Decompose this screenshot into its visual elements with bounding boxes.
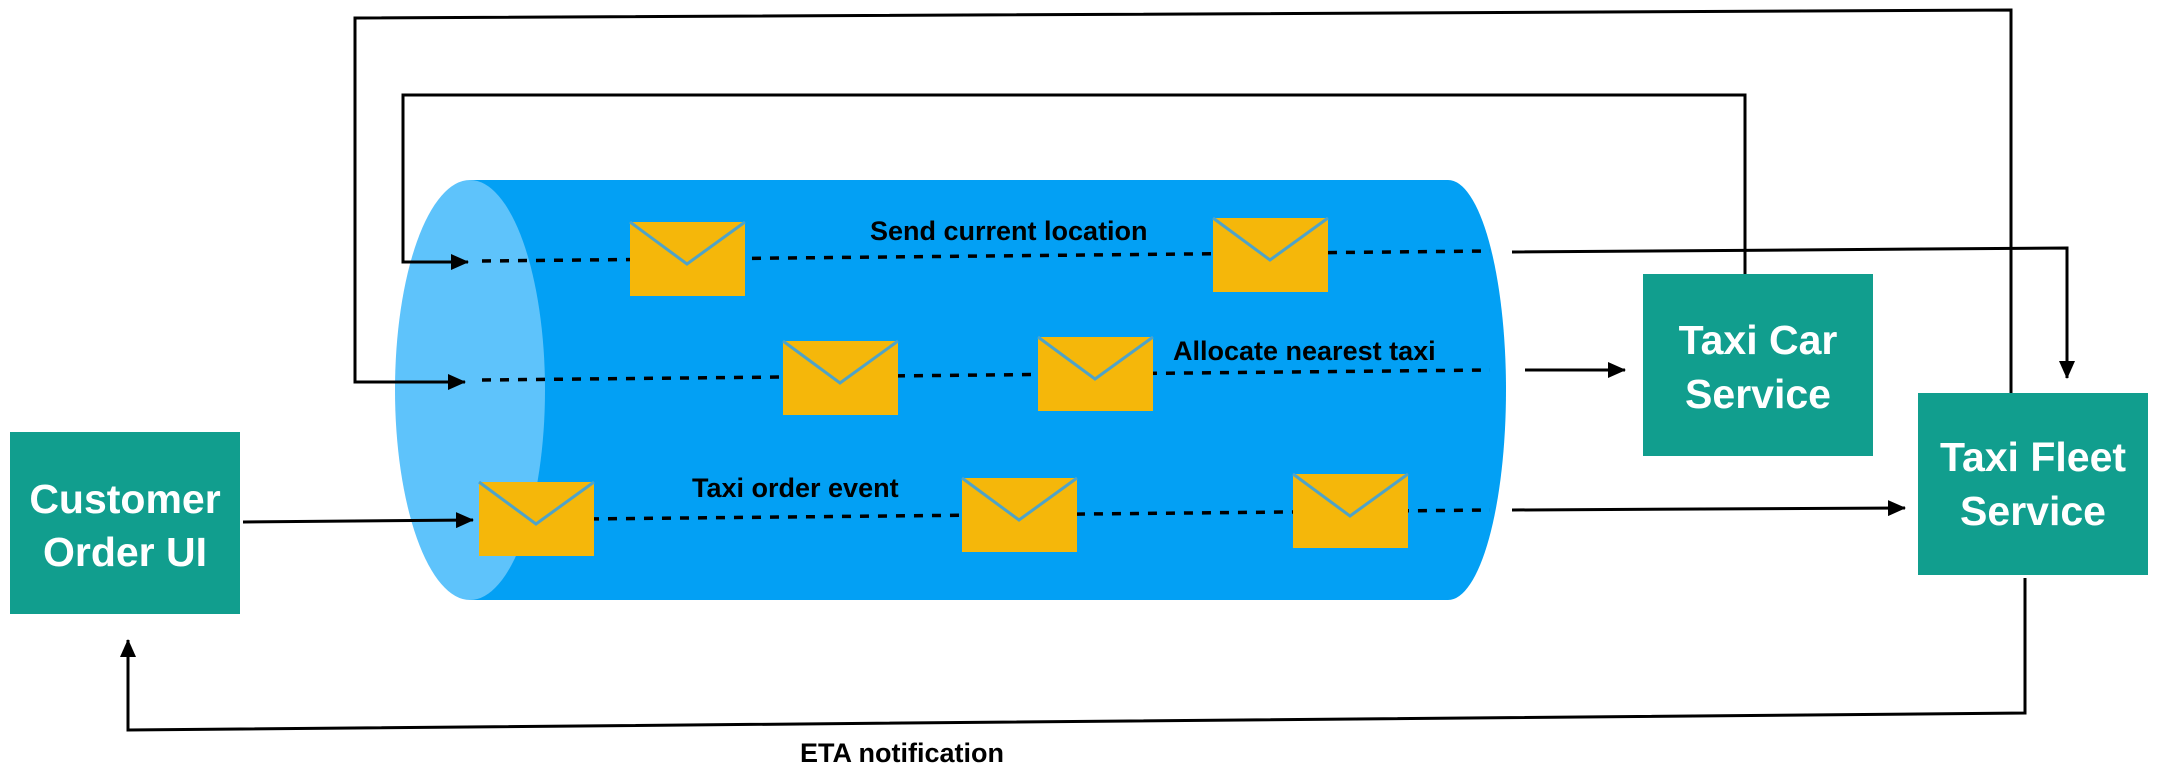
customer-order-ui-label-line1: Customer (29, 476, 220, 522)
envelope-icon (1212, 216, 1329, 292)
envelope-icon (1292, 472, 1409, 548)
order-to-fleet-arrow (1511, 500, 1906, 517)
messages (478, 216, 1409, 556)
customer-order-ui-label-line2: Order UI (43, 529, 207, 575)
lane-allocate-taxi (481, 368, 1491, 382)
envelope-icon (629, 220, 746, 296)
topic-allocate-nearest-taxi: Allocate nearest taxi (1173, 336, 1436, 366)
eta-notification-arrow (120, 578, 2027, 732)
taxi-car-service-box: Taxi Car Service (1643, 274, 1873, 456)
envelope-icon (782, 339, 899, 415)
feedback-loop-lines (353, 8, 2013, 398)
topic-taxi-order-event: Taxi order event (692, 473, 899, 503)
taxi-car-service-label-line1: Taxi Car (1679, 317, 1838, 363)
eta-notification-label: ETA notification (800, 738, 1004, 768)
topic-labels: Send current location Allocate nearest t… (692, 216, 1436, 768)
ui-to-queue-arrow (242, 512, 474, 529)
taxi-car-service-label-line2: Service (1685, 371, 1831, 417)
taxi-fleet-service-box: Taxi Fleet Service (1918, 393, 2148, 575)
topic-send-current-location: Send current location (870, 216, 1148, 246)
outgoing-arrows (120, 246, 2075, 732)
fleet-to-allocate-arrow (353, 8, 2013, 398)
car-to-location-arrow (401, 93, 1747, 274)
envelope-icon (1037, 335, 1154, 411)
envelope-icon (478, 480, 595, 556)
customer-order-ui-box: Customer Order UI (10, 432, 240, 614)
envelope-icon (961, 476, 1078, 552)
location-to-fleet-arrow (1511, 246, 2075, 379)
taxi-fleet-service-label-line1: Taxi Fleet (1940, 434, 2126, 480)
taxi-fleet-service-label-line2: Service (1960, 488, 2106, 534)
